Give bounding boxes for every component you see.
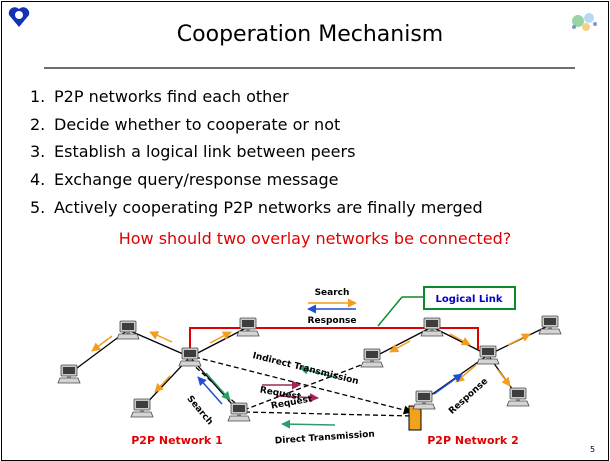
callout-line — [377, 296, 403, 327]
cross-link-line — [243, 359, 375, 411]
list-item: 4. Exchange query/response message — [30, 166, 483, 194]
legend-search-label: Search — [315, 288, 350, 298]
step-number: 2. — [30, 114, 46, 134]
indirect-transmission-label: Indirect Transmission — [251, 351, 359, 387]
network-diagram: Logical Link Search Response — [57, 286, 562, 447]
list-item: 5. Actively cooperating P2P networks are … — [30, 194, 483, 222]
search-arrow — [205, 372, 231, 401]
computer-icon — [476, 345, 500, 365]
response-label: Response — [447, 376, 490, 416]
step-text: Decide whether to cooperate or not — [54, 114, 341, 134]
network2-label: P2P Network 2 — [427, 434, 518, 447]
step-number: 4. — [30, 170, 46, 190]
step-text: P2P networks find each other — [54, 87, 289, 106]
network-icon — [572, 13, 597, 31]
response-arrow — [433, 373, 463, 395]
computer-icon — [227, 402, 251, 422]
response-arrow — [197, 376, 223, 405]
list-item: 1. P2P networks find each other — [30, 83, 483, 111]
request-arrow — [277, 393, 319, 403]
logo-icon — [8, 7, 30, 28]
computer-icon — [236, 317, 260, 337]
computer-icon — [412, 390, 436, 410]
computer-icon — [130, 398, 154, 418]
step-number: 5. — [30, 197, 46, 217]
indirect-arrow — [299, 365, 339, 379]
network1-label: P2P Network 1 — [131, 434, 222, 447]
legend-response-label: Response — [308, 316, 357, 326]
step-number: 3. — [30, 142, 46, 162]
computer-icon — [506, 387, 530, 407]
computer-icon — [420, 317, 444, 337]
direct-transmission-line — [189, 361, 246, 413]
indirect-transmission-line — [194, 356, 413, 415]
page-number: 5 — [590, 445, 596, 454]
computer-icon — [178, 347, 202, 367]
computer-icon — [538, 315, 562, 335]
list-item: 2. Decide whether to cooperate or not — [30, 111, 483, 139]
computer-icon — [57, 364, 81, 384]
direct-transmission-line — [244, 411, 413, 417]
direct-transmission-label: Direct Transmission — [275, 430, 376, 447]
logical-link-path — [189, 327, 479, 357]
logical-link-label: Logical Link — [436, 294, 503, 305]
step-text: Actively cooperating P2P networks are fi… — [54, 197, 483, 217]
title-divider — [44, 67, 575, 69]
computer-icon — [360, 348, 384, 368]
direct-arrow — [281, 419, 336, 429]
search-arrows — [91, 331, 531, 393]
key-question: How should two overlay networks be conne… — [118, 229, 512, 248]
document-icon — [408, 405, 422, 431]
step-text: Exchange query/response message — [54, 170, 339, 190]
step-list: 1. P2P networks find each other 2. Decide … — [30, 83, 483, 221]
list-item: 3. Establish a logical link between peers — [30, 138, 483, 166]
network1-links — [68, 326, 249, 413]
computer-icon — [116, 320, 140, 340]
page-title: Cooperation Mechanism — [176, 22, 444, 47]
step-text: Establish a logical link between peers — [54, 142, 356, 162]
search-label: Search — [185, 394, 215, 427]
step-number: 1. — [30, 87, 46, 106]
logical-link-box — [423, 286, 516, 310]
